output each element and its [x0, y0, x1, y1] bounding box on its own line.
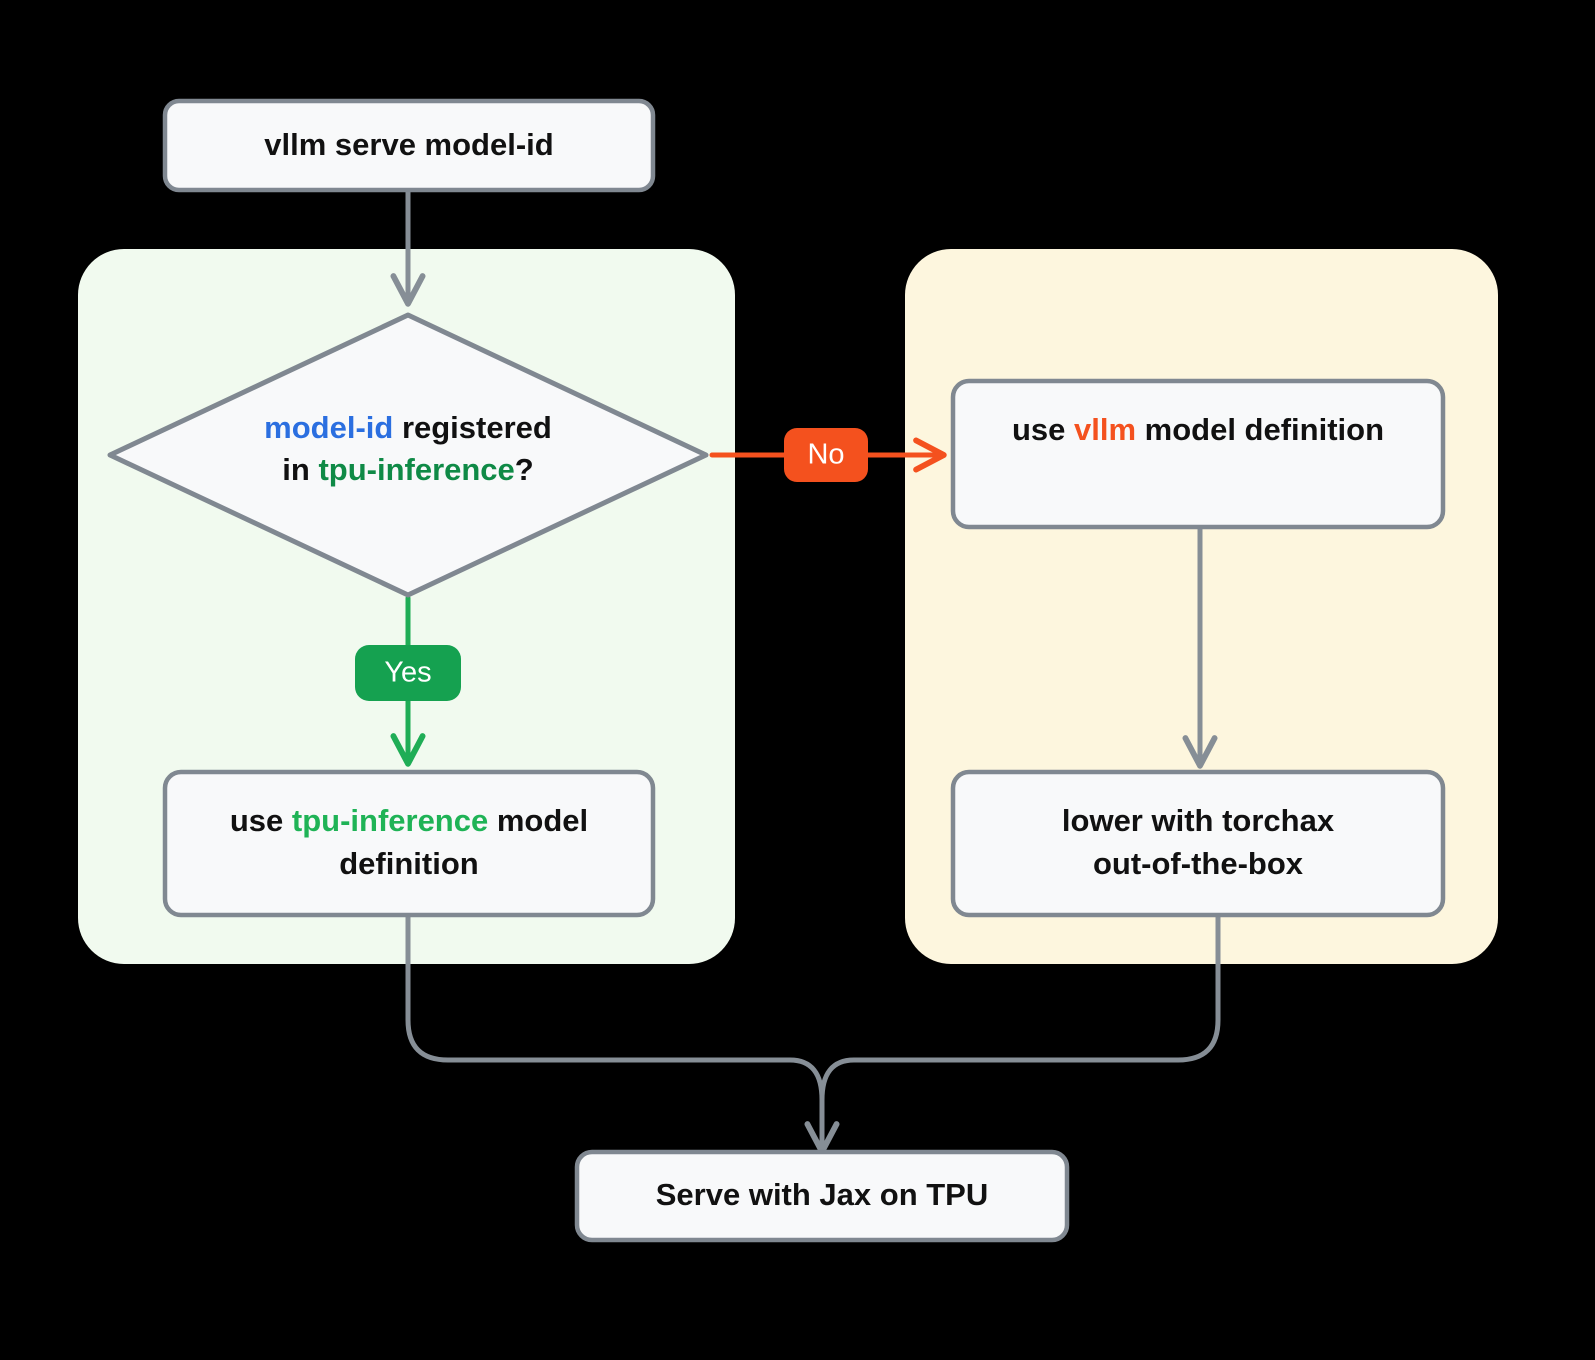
use-vllm-node-label: use vllm model definition: [1012, 412, 1384, 447]
edge-torchax-to-serve: [819, 912, 1221, 1151]
decision-node-line-1: model-id registered: [264, 410, 552, 445]
use-vllm-node-shape: [950, 378, 1446, 530]
lower-torchax-node-shape: [950, 769, 1446, 918]
use-vllm-node[interactable]: use vllm model definition: [950, 378, 1446, 530]
edge-tpu-to-serve: [405, 912, 840, 1155]
use-tpu-inference-node-line-1: use tpu-inference model: [230, 803, 588, 838]
serve-node-shape: [574, 1149, 1070, 1243]
edge-label-yes: Yes: [355, 645, 461, 701]
decision-node[interactable]: model-id registered in tpu-inference?: [107, 312, 709, 598]
decision-token-model-id: model-id: [264, 410, 393, 445]
lower-torchax-node-line-2: out-of-the-box: [1093, 846, 1304, 881]
vllm-token-use: use: [1012, 412, 1074, 447]
no-badge-label: No: [807, 439, 844, 471]
start-node-label: vllm serve model-id: [264, 127, 553, 162]
tpu-token-tpu-inference: tpu-inference: [292, 803, 488, 838]
decision-token-in: in: [282, 452, 318, 487]
decision-token-registered: registered: [393, 410, 552, 445]
lower-torchax-node-line-1: lower with torchax: [1062, 803, 1335, 838]
vllm-token-model-definition: model definition: [1136, 412, 1384, 447]
serve-node[interactable]: Serve with Jax on TPU: [574, 1149, 1070, 1243]
tpu-token-use: use: [230, 803, 292, 838]
edge-label-no: No: [784, 428, 868, 482]
use-tpu-inference-node[interactable]: use tpu-inference model definition: [162, 769, 656, 918]
decision-token-tpu-inference: tpu-inference: [318, 452, 514, 487]
start-node-shape: [162, 98, 656, 193]
yes-badge-shape: [355, 645, 461, 701]
use-tpu-inference-node-line-2: definition: [339, 846, 478, 881]
decision-token-question: ?: [515, 452, 534, 487]
tpu-token-model: model: [488, 803, 588, 838]
use-tpu-inference-node-shape: [162, 769, 656, 918]
no-badge-shape: [784, 428, 868, 482]
decision-node-line-2: in tpu-inference?: [282, 452, 533, 487]
lower-torchax-node[interactable]: lower with torchax out-of-the-box: [950, 769, 1446, 918]
decision-node-shape: [107, 312, 709, 598]
vllm-token-vllm: vllm: [1074, 412, 1136, 447]
yes-badge-label: Yes: [384, 657, 431, 689]
start-node[interactable]: vllm serve model-id: [162, 98, 656, 193]
serve-node-label: Serve with Jax on TPU: [656, 1177, 989, 1212]
